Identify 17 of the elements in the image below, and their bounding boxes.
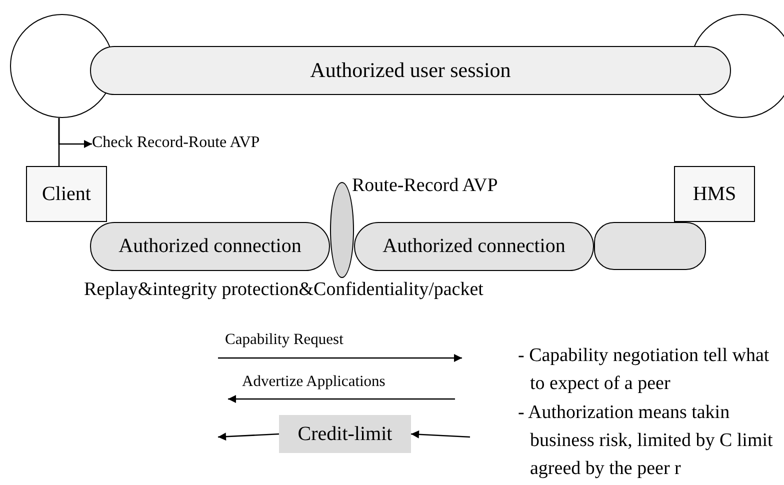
credit-limit-box: Credit-limit xyxy=(279,415,411,453)
node-caption: Route-Record AVP xyxy=(352,175,498,198)
hms-box: HMS xyxy=(674,166,755,222)
bullet-text: - Capability negotiation tell what to expect of a peer xyxy=(518,344,770,396)
connector xyxy=(58,118,92,148)
bullet-text: - Authorization means takin business risk, limited by C limit agreed by the peer r xyxy=(518,401,774,481)
message-label: Advertize Applications xyxy=(242,373,386,392)
node-box xyxy=(594,222,706,270)
connector xyxy=(218,432,280,441)
caption-text: Replay&integrity protection&Confidentiality/packet xyxy=(84,279,484,302)
client-box: Client xyxy=(26,166,107,222)
message-label: Capability Request xyxy=(225,331,344,350)
session-pipe: Authorized user session xyxy=(90,46,731,95)
connection-pipe: Authorized connection xyxy=(90,222,330,271)
connection-pipe: Authorized connection xyxy=(354,222,594,271)
connector xyxy=(410,430,470,438)
annotation-text: Check Record-Route AVP xyxy=(92,132,260,154)
